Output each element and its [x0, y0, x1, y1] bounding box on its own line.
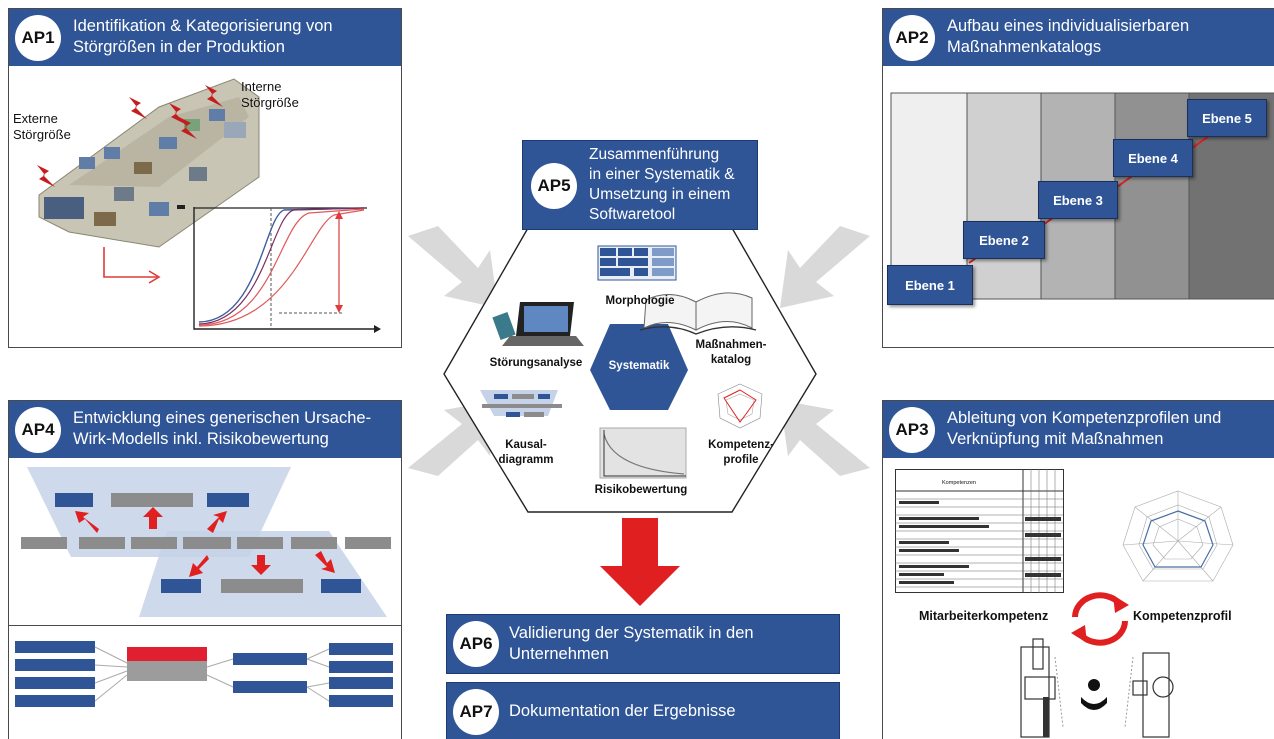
ap7-box: AP7 Dokumentation der Ergebnisse: [446, 682, 840, 739]
competence-table: Kompetenzen: [895, 469, 1064, 593]
systematik-label: Systematik: [608, 360, 670, 372]
ap4-badge: AP4: [15, 407, 61, 453]
ap5-title-line3: Umsetzung in einem: [589, 186, 731, 203]
ap3-title-line1: Ableitung von Kompetenzprofilen und: [947, 409, 1222, 427]
level-label-3: Ebene 3: [1053, 192, 1103, 208]
ap6-title-line1: Validierung der Systematik in den: [509, 624, 754, 642]
arrow-ap3-to-center: [780, 400, 870, 476]
ap4-title-line2: Wirk-Modells inkl. Risikobewertung: [73, 430, 329, 448]
ap1-title: Identifikation & Kategorisierung von Stö…: [73, 16, 333, 58]
lightning-icon: [37, 165, 55, 187]
cause-effect-model: [21, 467, 391, 617]
stoerungsanalyse-label: Störungsanalyse: [489, 357, 583, 369]
ap2-panel: AP2 Aufbau eines individualisierbaren Ma…: [882, 8, 1274, 348]
level-box-2: Ebene 2: [963, 221, 1045, 259]
kompetenz-label: Kompetenz- profile: [696, 438, 786, 468]
laptop-icon: [492, 302, 584, 346]
level-label-2: Ebene 2: [979, 232, 1029, 248]
extern-label: Externe Störgröße: [13, 111, 71, 143]
level-label-4: Ebene 4: [1128, 150, 1178, 166]
risikobewertung-label: Risikobewertung: [594, 484, 688, 496]
risk-tree-diagram: [15, 641, 393, 707]
table-header-text: Kompetenzen: [942, 480, 976, 486]
level-label-5: Ebene 5: [1202, 110, 1252, 126]
ap3-title: Ableitung von Kompetenzprofilen und Verk…: [947, 408, 1221, 450]
competence-radar: [1122, 490, 1234, 582]
ap4-title: Entwicklung eines generischen Ursache- W…: [73, 408, 371, 450]
katalog-label: Maßnahmen- katalog: [686, 338, 776, 368]
lightning-icon: [129, 97, 147, 119]
ap7-title: Dokumentation der Ergebnisse: [509, 702, 736, 720]
extern-label-line1: Externe: [13, 111, 58, 126]
ap2-title-line1: Aufbau eines individualisierbaren: [947, 17, 1190, 35]
ap4-panel: AP4 Entwicklung eines generischen Ursach…: [8, 400, 402, 739]
factory-illustration: [37, 78, 381, 333]
level-box-4: Ebene 4: [1113, 139, 1193, 177]
book-icon: [639, 292, 757, 335]
mitarbeiterkompetenz-label: Mitarbeiterkompetenz: [919, 609, 1049, 623]
ap3-badge: AP3: [889, 407, 935, 453]
radar-chart-icon: [717, 383, 763, 429]
ap6-badge: AP6: [453, 621, 499, 667]
cycle-arrows-icon: [1071, 592, 1129, 646]
ap3-title-line2: Verknüpfung mit Maßnahmen: [947, 430, 1164, 448]
extern-label-line2: Störgröße: [13, 127, 71, 142]
morphology-icon: [597, 245, 677, 281]
causal-diagram-icon: [480, 390, 562, 417]
ap4-divider: [9, 625, 401, 626]
ap5-title-line2: in einer Systematik &: [589, 166, 735, 183]
puzzle-pieces-illustration: [1020, 638, 1174, 738]
ap1-panel: AP1 Identifikation & Kategorisierung von…: [8, 8, 402, 348]
ap7-badge: AP7: [453, 689, 499, 735]
lightning-icon: [179, 117, 197, 139]
ap1-title-line1: Identifikation & Kategorisierung von: [73, 17, 333, 35]
ap1-badge: AP1: [15, 15, 61, 61]
ap2-badge: AP2: [889, 15, 935, 61]
morphologie-label: Morphologie: [605, 295, 675, 307]
ap5-hexagon: [443, 227, 817, 513]
ap5-header: AP5 Zusammenführung in einer Systematik …: [522, 140, 758, 230]
ap6-box: AP6 Validierung der Systematik in den Un…: [446, 614, 840, 674]
ap2-title: Aufbau eines individualisierbaren Maßnah…: [947, 16, 1189, 58]
level-box-1: Ebene 1: [887, 265, 973, 305]
ap4-header: AP4 Entwicklung eines generischen Ursach…: [9, 401, 401, 458]
ap3-panel: AP3 Ableitung von Kompetenzprofilen und …: [882, 400, 1274, 739]
person-icon: [1088, 679, 1100, 691]
arrow-down-red: [600, 518, 680, 606]
kausal-label-line2: diagramm: [498, 454, 554, 466]
ap5-title: Zusammenführung in einer Systematik & Um…: [589, 145, 735, 225]
ap2-title-line2: Maßnahmenkatalogs: [947, 38, 1102, 56]
ap1-header: AP1 Identifikation & Kategorisierung von…: [9, 9, 401, 66]
ap3-header: AP3 Ableitung von Kompetenzprofilen und …: [883, 401, 1274, 458]
intern-label-line1: Interne: [241, 79, 282, 94]
risk-chart-icon: [599, 427, 687, 479]
lightning-icon: [205, 85, 223, 107]
ap1-title-line2: Störgrößen in der Produktion: [73, 38, 285, 56]
kompetenzprofil-label: Kompetenzprofil: [1133, 609, 1232, 623]
level-label-1: Ebene 1: [905, 277, 955, 293]
systematik-hexagon: [590, 324, 688, 410]
ap5-title-line4: Softwaretool: [589, 206, 676, 223]
ap5-badge: AP5: [531, 163, 577, 209]
arrow-ap1-to-center: [408, 226, 498, 308]
level-box-5: Ebene 5: [1187, 99, 1267, 137]
kompetenz-label-line1: Kompetenz-: [708, 439, 774, 451]
katalog-label-line1: Maßnahmen-: [695, 339, 767, 351]
ap6-title-line2: Unternehmen: [509, 645, 609, 663]
ap4-title-line1: Entwicklung eines generischen Ursache-: [73, 409, 372, 427]
ap2-header: AP2 Aufbau eines individualisierbaren Ma…: [883, 9, 1274, 66]
kausal-label-line1: Kausal-: [505, 439, 547, 451]
intern-label: Interne Störgröße: [241, 79, 299, 111]
kompetenz-label-line2: profile: [723, 454, 759, 466]
ap5-title-line1: Zusammenführung: [589, 146, 720, 163]
arrow-ap2-to-center: [780, 226, 870, 308]
kausal-label: Kausal- diagramm: [486, 438, 566, 468]
ap6-title: Validierung der Systematik in den Untern…: [509, 623, 754, 665]
intern-label-line2: Störgröße: [241, 95, 299, 110]
lightning-icon: [169, 103, 187, 125]
level-box-3: Ebene 3: [1038, 181, 1118, 219]
katalog-label-line2: katalog: [710, 354, 752, 366]
